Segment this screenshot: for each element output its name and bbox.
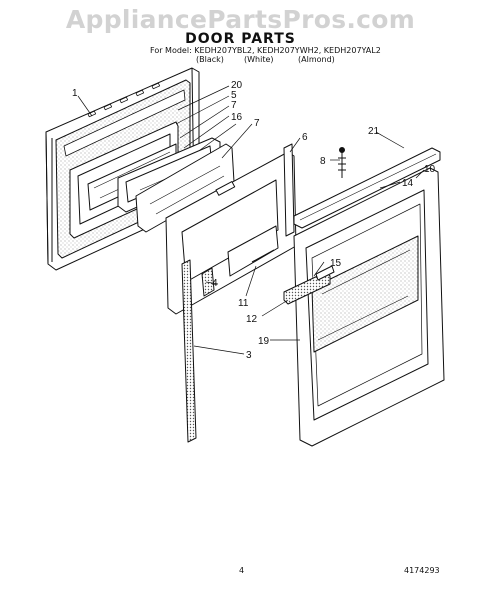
callout-20: 20 — [231, 80, 243, 91]
callout-3: 3 — [246, 350, 252, 361]
color-label-black: (Black) — [196, 55, 224, 64]
callout-7b: 7 — [254, 118, 260, 129]
callout-11: 11 — [238, 298, 249, 309]
color-label-white: (White) — [244, 55, 274, 64]
callout-16: 16 — [231, 112, 243, 123]
model-list: For Model: KEDH207YBL2, KEDH207YWH2, KED… — [150, 46, 381, 55]
leader-lines — [77, 85, 425, 355]
callout-12: 12 — [246, 314, 258, 325]
callout-14: 14 — [402, 178, 414, 189]
callout-21: 21 — [368, 126, 380, 137]
side-trim-strip — [283, 143, 295, 237]
callout-7a: 7 — [231, 100, 237, 111]
page-number: 4 — [239, 566, 245, 575]
screw-fastener — [338, 147, 346, 178]
callout-8: 8 — [320, 156, 326, 167]
page-title: DOOR PARTS — [185, 31, 296, 47]
door-top-trim — [293, 147, 441, 229]
outer-door-panel — [293, 167, 445, 447]
callout-15: 15 — [330, 258, 342, 269]
door-handle — [283, 265, 335, 305]
callout-10: 10 — [424, 164, 436, 175]
callout-1: 1 — [72, 88, 78, 99]
callout-19: 19 — [258, 336, 270, 347]
door-gasket-strip — [181, 259, 197, 443]
callout-6: 6 — [302, 132, 308, 143]
document-number: 4174293 — [404, 566, 440, 575]
color-label-almond: (Almond) — [298, 55, 335, 64]
watermark-text: AppliancePartsPros.com — [65, 5, 416, 34]
callout-4: 4 — [212, 278, 218, 289]
callout-5: 5 — [231, 90, 237, 101]
